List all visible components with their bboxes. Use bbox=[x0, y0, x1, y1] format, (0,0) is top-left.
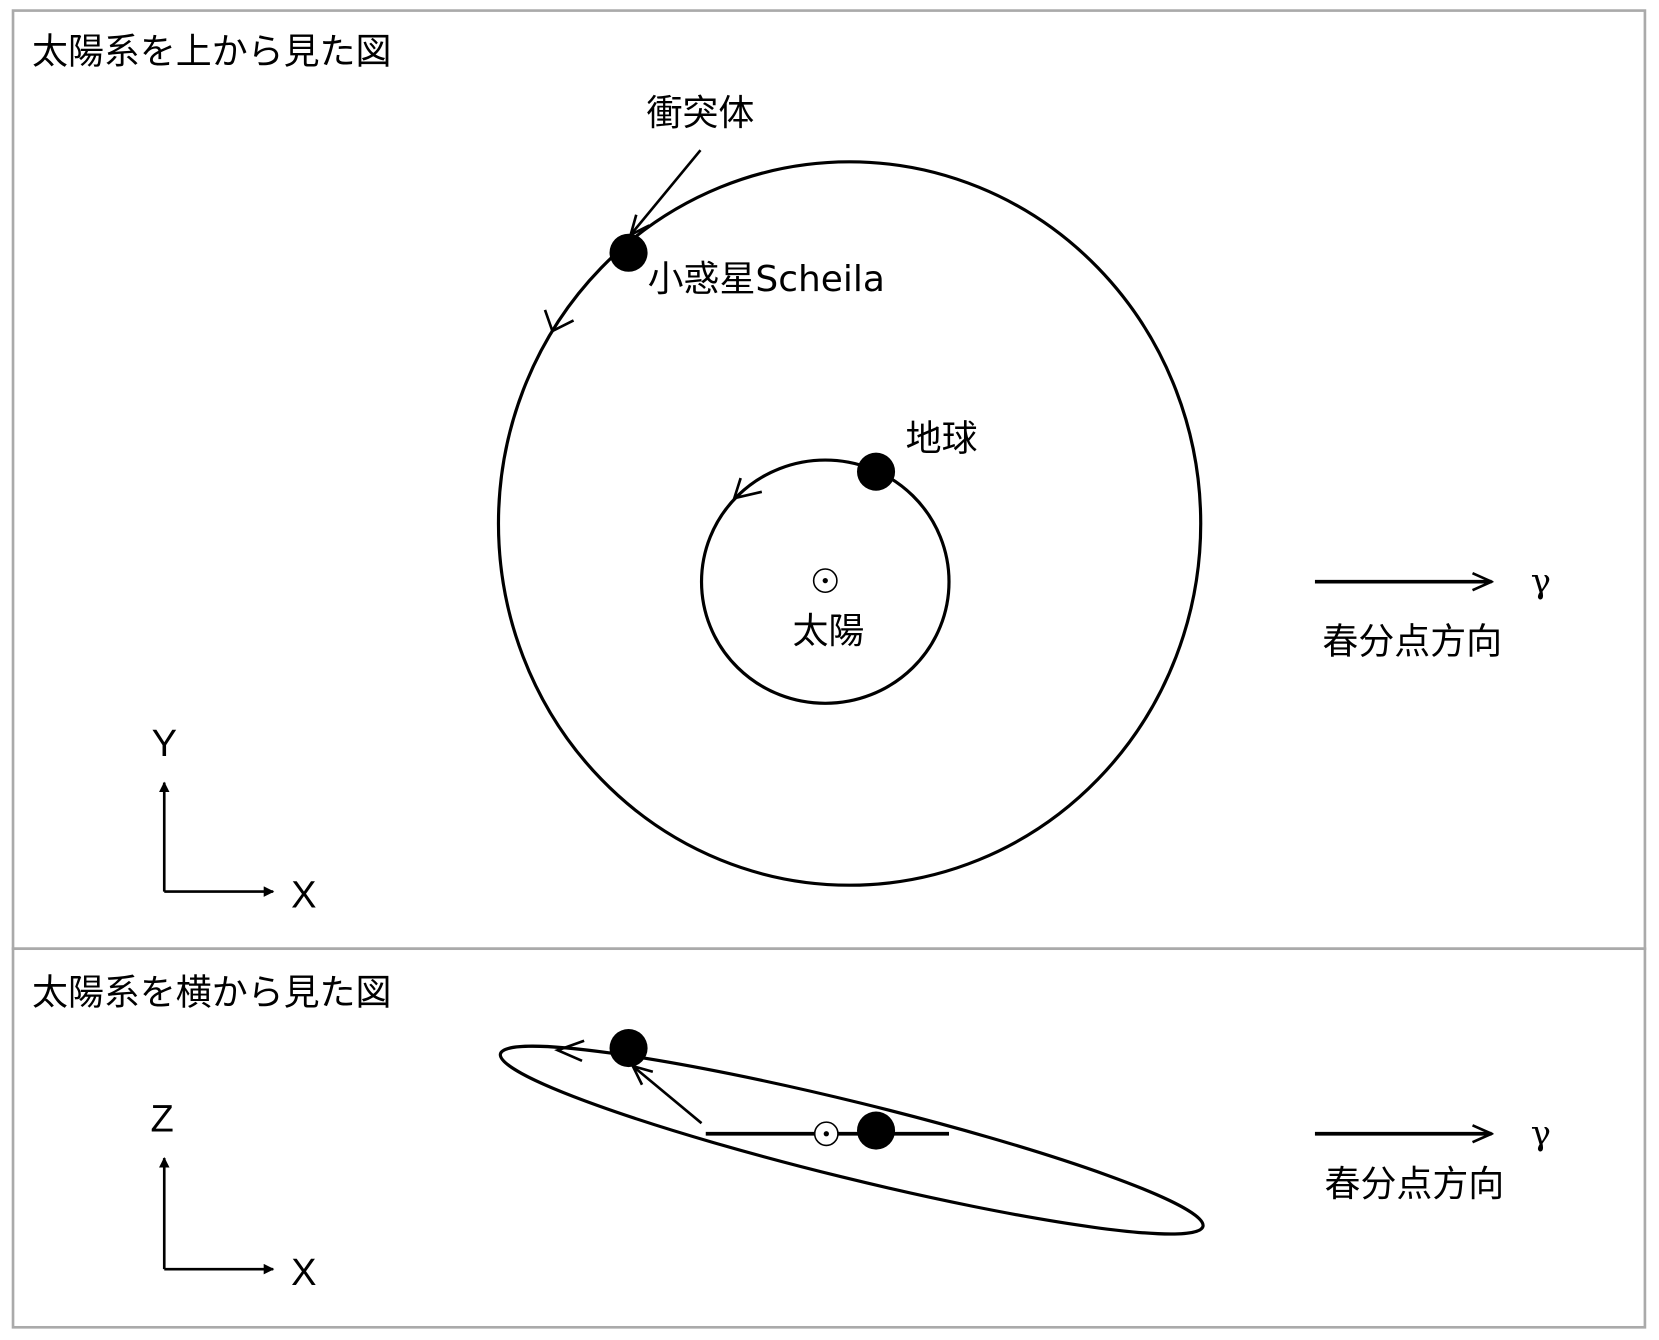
axis-y-label: Y bbox=[152, 723, 177, 765]
top-panel-title: 太陽系を上から見た図 bbox=[32, 31, 391, 72]
vernal-equinox-label: 春分点方向 bbox=[1322, 622, 1502, 663]
top-panel-border bbox=[11, 9, 1647, 951]
asteroid-label: 小惑星Scheila bbox=[648, 259, 885, 300]
bottom-panel-title: 太陽系を横から見た図 bbox=[32, 973, 391, 1014]
asteroid-marker bbox=[609, 233, 648, 272]
earth-marker-side bbox=[856, 1111, 896, 1150]
asteroid-orbit-side bbox=[498, 1044, 1205, 1236]
impactor-label: 衝突体 bbox=[647, 93, 755, 134]
earth-orbit bbox=[699, 458, 951, 705]
sun-label: 太陽 bbox=[792, 611, 864, 652]
asteroid-orbit-direction-icon bbox=[543, 309, 575, 333]
impactor-arrow bbox=[631, 149, 702, 235]
axis-x-label-side: X bbox=[291, 1252, 316, 1294]
impactor-arrow-side bbox=[633, 1066, 703, 1125]
axis-z-label: Z bbox=[151, 1099, 174, 1141]
earth-marker bbox=[856, 452, 896, 491]
bottom-panel-border bbox=[11, 947, 1647, 1329]
sun-symbol-side-icon bbox=[813, 1121, 839, 1147]
asteroid-orbit-side-direction-icon bbox=[554, 1039, 585, 1063]
xy-axes bbox=[158, 781, 275, 897]
vernal-equinox-label-side: 春分点方向 bbox=[1325, 1164, 1505, 1205]
sun-symbol-icon bbox=[812, 568, 838, 594]
gamma-symbol: γ bbox=[1531, 561, 1551, 600]
axis-x-label: X bbox=[291, 874, 316, 916]
gamma-symbol-side: γ bbox=[1531, 1113, 1551, 1152]
asteroid-marker-side bbox=[609, 1029, 648, 1068]
earth-orbit-direction-icon bbox=[732, 477, 763, 500]
earth-label: 地球 bbox=[906, 419, 978, 460]
xz-axes bbox=[158, 1157, 275, 1275]
asteroid-orbit bbox=[496, 160, 1203, 887]
